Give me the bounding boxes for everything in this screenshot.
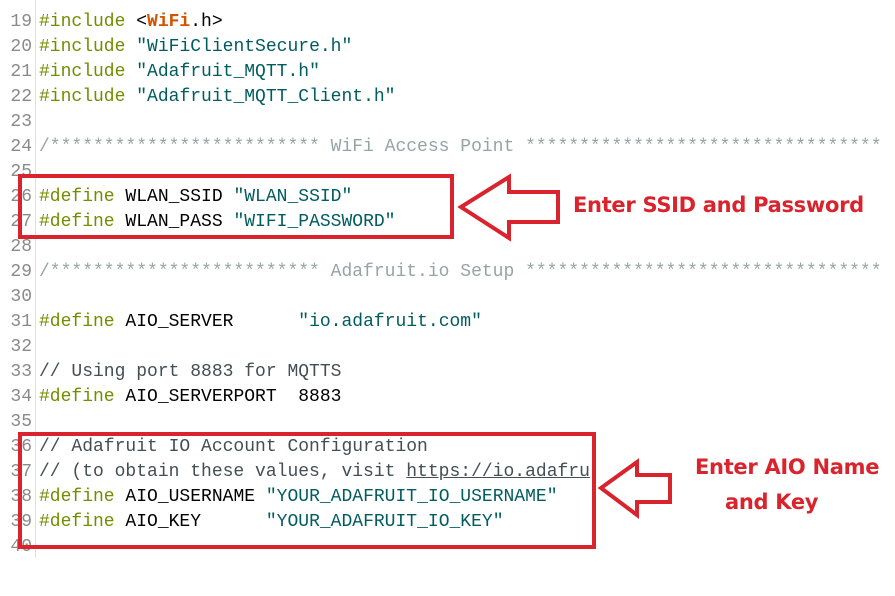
code-token: // (to obtain these values, visit: [39, 462, 407, 482]
code-token: #include: [39, 62, 126, 82]
line-number: 20: [10, 37, 32, 57]
code-token: #define: [39, 487, 115, 507]
code-token: #include: [39, 37, 126, 57]
code-token: AIO_USERNAME: [114, 487, 266, 507]
code-token: AIO_KEY: [114, 512, 266, 532]
aio-note-line2: and Key: [725, 490, 819, 514]
line-number: 31: [10, 312, 32, 332]
code-text: // Using port 8883 for MQTTS: [39, 360, 341, 385]
code-token: "YOUR_ADAFRUIT_IO_USERNAME": [265, 487, 558, 507]
code-token: // Using port 8883 for MQTTS: [39, 362, 342, 382]
code-text: // (to obtain these values, visit https:…: [39, 460, 590, 485]
line-number: 21: [10, 62, 32, 82]
gutter-divider: [35, 0, 36, 558]
wifi-arrow-icon: [457, 173, 560, 242]
code-token: /************************* WiFi Access P…: [39, 137, 882, 157]
code-token: /************************* Adafruit.io S…: [39, 262, 882, 282]
code-text: /************************* Adafruit.io S…: [39, 260, 882, 285]
line-number: 33: [10, 362, 32, 382]
code-token: WLAN_PASS: [114, 212, 234, 232]
code-text: #include "Adafruit_MQTT_Client.h": [39, 85, 395, 110]
code-token: #include: [39, 87, 126, 107]
code-token: #define: [39, 312, 115, 332]
code-text: #define AIO_USERNAME "YOUR_ADAFRUIT_IO_U…: [39, 485, 558, 510]
line-number: 35: [10, 412, 32, 432]
code-text: #include <WiFi.h>: [39, 10, 223, 35]
code-token: "Adafruit_MQTT.h": [136, 62, 320, 82]
wifi-highlight-box: [18, 174, 454, 239]
code-token: "Adafruit_MQTT_Client.h": [136, 87, 396, 107]
line-number: 32: [10, 337, 32, 357]
line-number: 30: [10, 287, 32, 307]
aio-highlight-box: [18, 432, 596, 549]
code-token: "WLAN_SSID": [233, 187, 353, 207]
line-number: 34: [10, 387, 32, 407]
line-number: 23: [10, 112, 32, 132]
code-token: #define: [39, 387, 115, 407]
line-number: 19: [10, 12, 32, 32]
code-text: #define AIO_SERVER "io.adafruit.com": [39, 310, 482, 335]
line-number: 22: [10, 87, 32, 107]
code-token: #define: [39, 512, 115, 532]
code-text: #define AIO_SERVERPORT 8883: [39, 385, 341, 410]
code-text: /************************* WiFi Access P…: [39, 135, 882, 160]
aio-arrow-icon: [597, 458, 672, 519]
code-text: #define WLAN_SSID "WLAN_SSID": [39, 185, 352, 210]
line-number: 28: [10, 237, 32, 257]
line-number: 24: [10, 137, 32, 157]
url-link[interactable]: https://io.adafru: [406, 462, 590, 482]
code-token: .h>: [190, 12, 223, 32]
code-token: AIO_SERVER: [114, 312, 299, 332]
aio-note-line1: Enter AIO Name: [695, 455, 880, 479]
code-token: #include: [39, 12, 126, 32]
code-text: #include "WiFiClientSecure.h": [39, 35, 352, 60]
code-text: #define WLAN_PASS "WIFI_PASSWORD": [39, 210, 395, 235]
code-token: <: [125, 12, 148, 32]
code-token: "WIFI_PASSWORD": [233, 212, 396, 232]
code-token: #define: [39, 187, 115, 207]
code-token: "io.adafruit.com": [298, 312, 482, 332]
code-token: WLAN_SSID: [114, 187, 234, 207]
code-token: // Adafruit IO Account Configuration: [39, 437, 428, 457]
code-token: "WiFiClientSecure.h": [136, 37, 353, 57]
code-text: #define AIO_KEY "YOUR_ADAFRUIT_IO_KEY": [39, 510, 504, 535]
code-text: #include "Adafruit_MQTT.h": [39, 60, 320, 85]
code-token: #define: [39, 212, 115, 232]
code-token: WiFi: [147, 12, 191, 32]
code-text: // Adafruit IO Account Configuration: [39, 435, 428, 460]
code-token: "YOUR_ADAFRUIT_IO_KEY": [265, 512, 504, 532]
wifi-note: Enter SSID and Password: [573, 193, 864, 217]
line-number: 29: [10, 262, 32, 282]
code-token: AIO_SERVERPORT 8883: [114, 387, 342, 407]
